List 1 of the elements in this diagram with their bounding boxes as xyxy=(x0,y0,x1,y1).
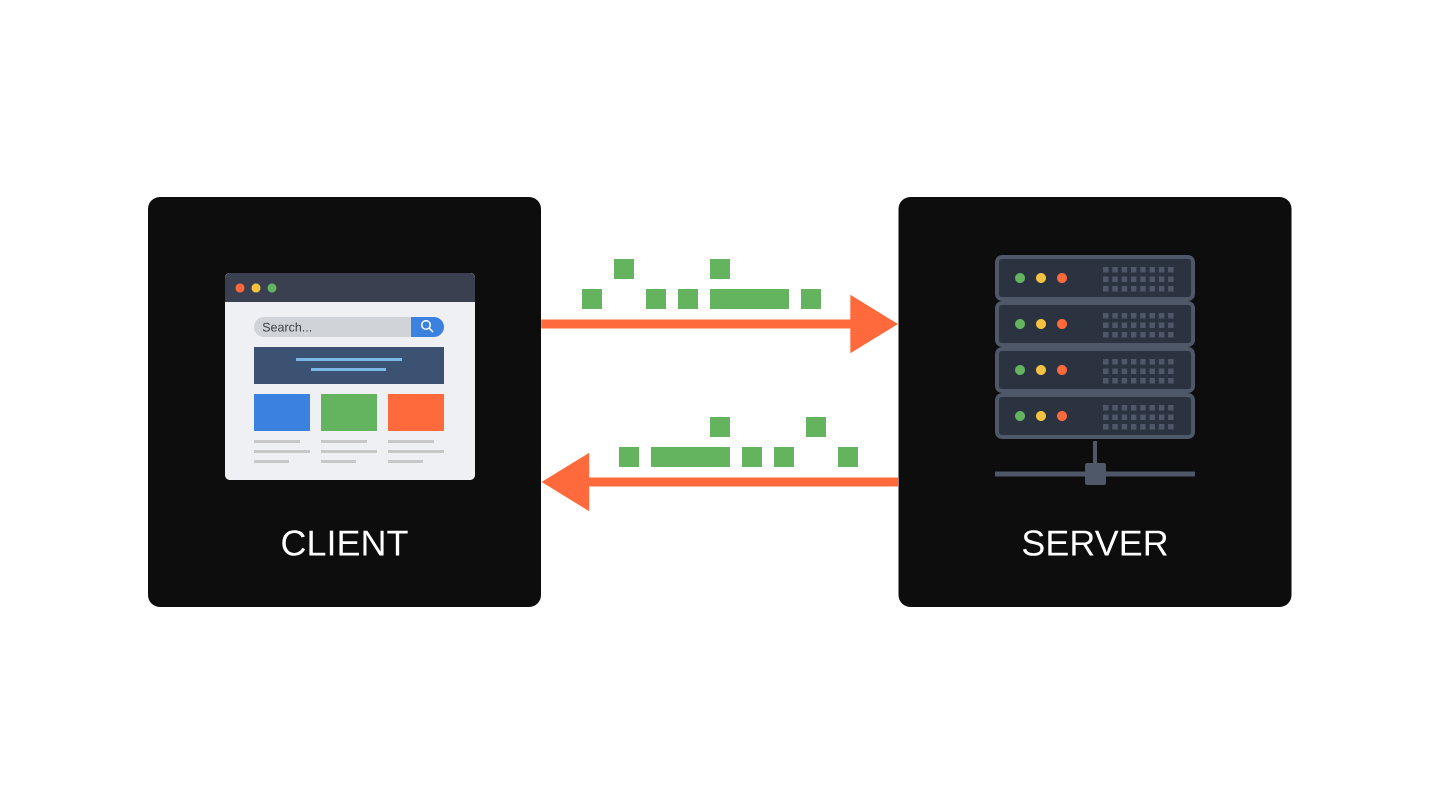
search-field: Search... xyxy=(254,317,411,337)
